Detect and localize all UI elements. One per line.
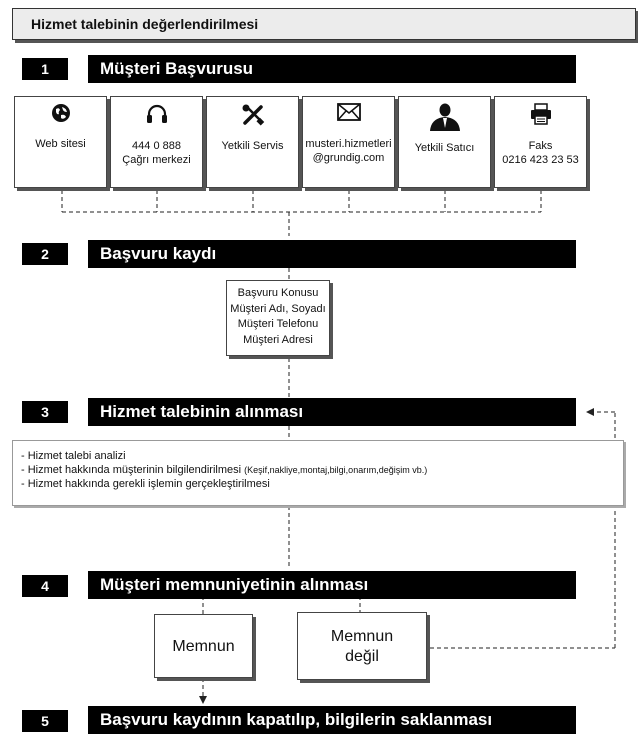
step-5-number: 5 [22, 710, 68, 732]
channel-card-dealer: Yetkili Satıcı [398, 96, 491, 188]
channel-card-service: Yetkili Servis [206, 96, 299, 188]
step-1-title: Müşteri Başvurusu [88, 55, 576, 83]
step-5-title: Başvuru kaydının kapatılıp, bilgilerin s… [88, 706, 576, 734]
channel-card-email: musteri.hizmetleri @grundig.com [302, 96, 395, 188]
step-3-title: Hizmet talebinin alınması [88, 398, 576, 426]
record-field: Müşteri Adı, Soyadı [230, 302, 326, 315]
globe-icon [51, 104, 70, 122]
result-not-satisfied-line1: Memnun [330, 628, 394, 645]
step-4-number: 4 [22, 575, 68, 597]
channel-card-web: Web sitesi [14, 96, 107, 188]
channel-card-fax: Faks 0216 423 23 53 [494, 96, 587, 188]
service-item: - Hizmet hakkında gerekli işlemin gerçek… [21, 477, 623, 491]
result-not-satisfied-line2: değil [345, 648, 379, 665]
service-item: - Hizmet hakkında müşterinin bilgilendir… [21, 463, 623, 477]
headset-icon [146, 104, 167, 123]
fax-icon [530, 103, 551, 125]
envelope-icon [336, 103, 361, 121]
tools-icon [242, 104, 264, 126]
channel-label: 444 0 888 [132, 140, 181, 152]
person-icon [429, 103, 460, 131]
channel-label: Web sitesi [35, 138, 86, 150]
result-not-satisfied: Memnun değil [297, 612, 427, 680]
channel-label: Yetkili Satıcı [414, 142, 475, 154]
channel-label: Yetkili Servis [221, 140, 284, 152]
step-3-number: 3 [22, 401, 68, 423]
record-fields-box: Başvuru Konusu Müşteri Adı, Soyadı Müşte… [226, 280, 330, 356]
service-item: - Hizmet talebi analizi [21, 449, 623, 463]
channel-sublabel: @grundig.com [312, 152, 385, 164]
service-item-text: - Hizmet talebi analizi [21, 450, 126, 462]
result-satisfied: Memnun [154, 614, 253, 678]
channel-label: musteri.hizmetleri [305, 138, 392, 150]
step-2-number: 2 [22, 243, 68, 265]
step-4-title: Müşteri memnuniyetinin alınması [88, 571, 576, 599]
service-items-box: - Hizmet talebi analizi - Hizmet hakkınd… [12, 440, 624, 506]
channel-card-callcenter: 444 0 888 Çağrı merkezi [110, 96, 203, 188]
channel-label: Faks [528, 140, 553, 152]
step-2-title: Başvuru kaydı [88, 240, 576, 268]
channel-sublabel: 0216 423 23 53 [502, 154, 579, 166]
record-field: Müşteri Telefonu [237, 318, 319, 330]
record-field: Başvuru Konusu [237, 287, 319, 299]
step-1-number: 1 [22, 58, 68, 80]
service-item-note: (Keşif,nakliye,montaj,bilgi,onarım,değiş… [244, 465, 428, 475]
channel-sublabel: Çağrı merkezi [122, 154, 191, 166]
page-title: Hizmet talebinin değerlendirilmesi [12, 8, 636, 40]
service-item-text: - Hizmet hakkında müşterinin bilgilendir… [21, 464, 245, 476]
service-item-text: - Hizmet hakkında gerekli işlemin gerçek… [21, 478, 270, 490]
record-field: Müşteri Adresi [243, 333, 313, 346]
